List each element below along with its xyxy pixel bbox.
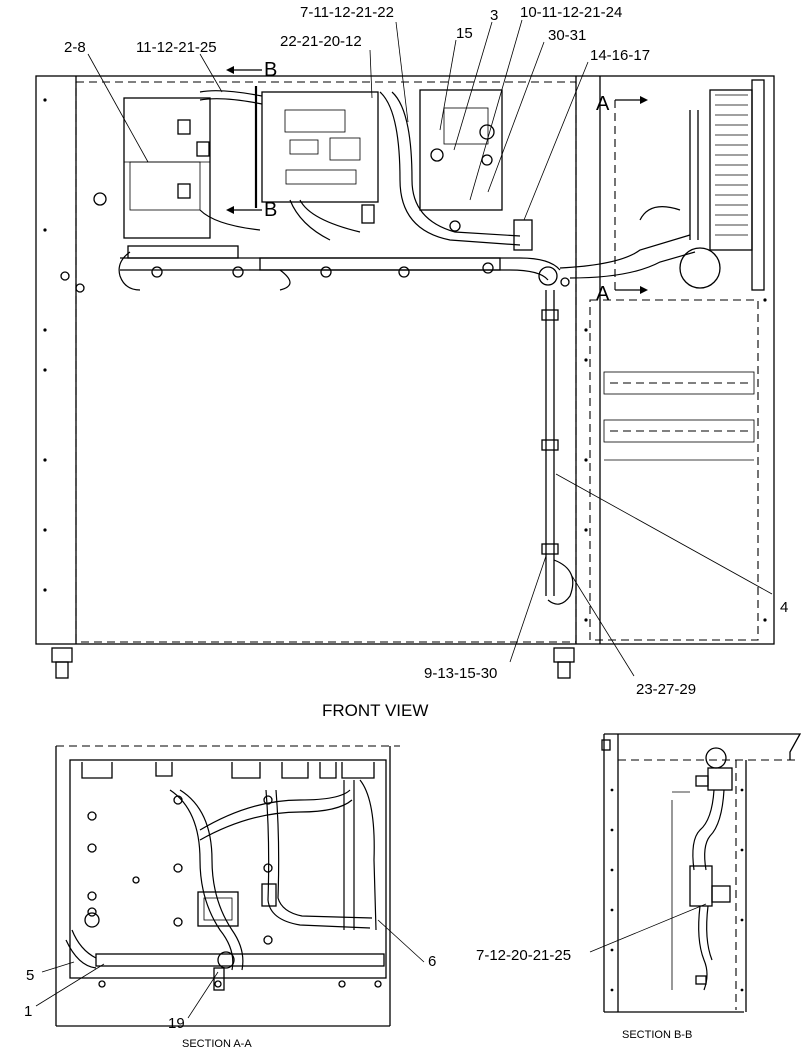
section-b-rivets (610, 788, 744, 992)
front-view: A A B B 2-8 11-12-2 (35, 4, 788, 720)
callout-5: 5 (26, 967, 34, 984)
front-rivets (43, 98, 767, 622)
section-a-top-tabs (81, 762, 375, 779)
section-a-rivets (87, 795, 273, 945)
front-inner-panel-right (589, 299, 759, 641)
control-board (254, 86, 379, 224)
right-shelves (603, 371, 755, 461)
callout-7-11-12-21-22: 7-11-12-21-22 (300, 4, 394, 21)
section-a-hoses (169, 779, 377, 971)
callout-15-top: 15 (456, 25, 473, 42)
callout-3: 3 (490, 7, 498, 24)
callout-30-31: 30-31 (548, 27, 586, 44)
section-a-bottom-letter: A (596, 283, 610, 305)
section-b-title: SECTION B-B (622, 1029, 692, 1041)
section-a-view: 5 1 19 6 SECTION A-A (24, 745, 436, 1050)
section-b-hose (671, 747, 733, 991)
section-b-top-letter: B (264, 59, 277, 81)
callout-4: 4 (780, 599, 788, 616)
front-feet (51, 647, 575, 679)
section-b-view: 7-12-20-21-25 SECTION B-B (476, 733, 802, 1041)
callout-23-27-29: 23-27-29 (636, 681, 696, 698)
section-a-title: SECTION A-A (182, 1038, 252, 1050)
section-a-bottom-rail (65, 912, 385, 991)
callout-6: 6 (428, 953, 436, 970)
section-b-marker: B B (226, 59, 277, 221)
vertical-harness (541, 290, 574, 605)
front-leader-lines (87, 19, 773, 677)
section-b-leader-line (589, 903, 707, 953)
callout-22-21-20-12: 22-21-20-12 (280, 33, 362, 50)
callout-2-8: 2-8 (64, 39, 86, 56)
relay-box (123, 97, 211, 239)
callout-11-12-21-25: 11-12-21-25 (136, 39, 217, 56)
section-b-bottom-letter: B (264, 199, 277, 221)
callout-19: 19 (168, 1015, 185, 1032)
front-view-title: FRONT VIEW (322, 701, 428, 720)
heat-exchanger (679, 79, 765, 291)
callout-10-11-12-21-24: 10-11-12-21-24 (520, 4, 622, 21)
electronics-box (419, 89, 503, 232)
horizontal-harness (60, 90, 696, 293)
section-a-top-letter: A (596, 93, 610, 115)
callout-14-16-17: 14-16-17 (590, 47, 650, 64)
front-cabinet-outline (35, 75, 775, 645)
section-a-marker: A A (596, 93, 648, 305)
front-inner-panel-left (75, 81, 577, 643)
section-a-leader-lines (35, 919, 425, 1019)
callout-7-12-20-21-25: 7-12-20-21-25 (476, 947, 571, 964)
callout-1: 1 (24, 1003, 32, 1020)
callout-9-13-15-30: 9-13-15-30 (424, 665, 497, 682)
